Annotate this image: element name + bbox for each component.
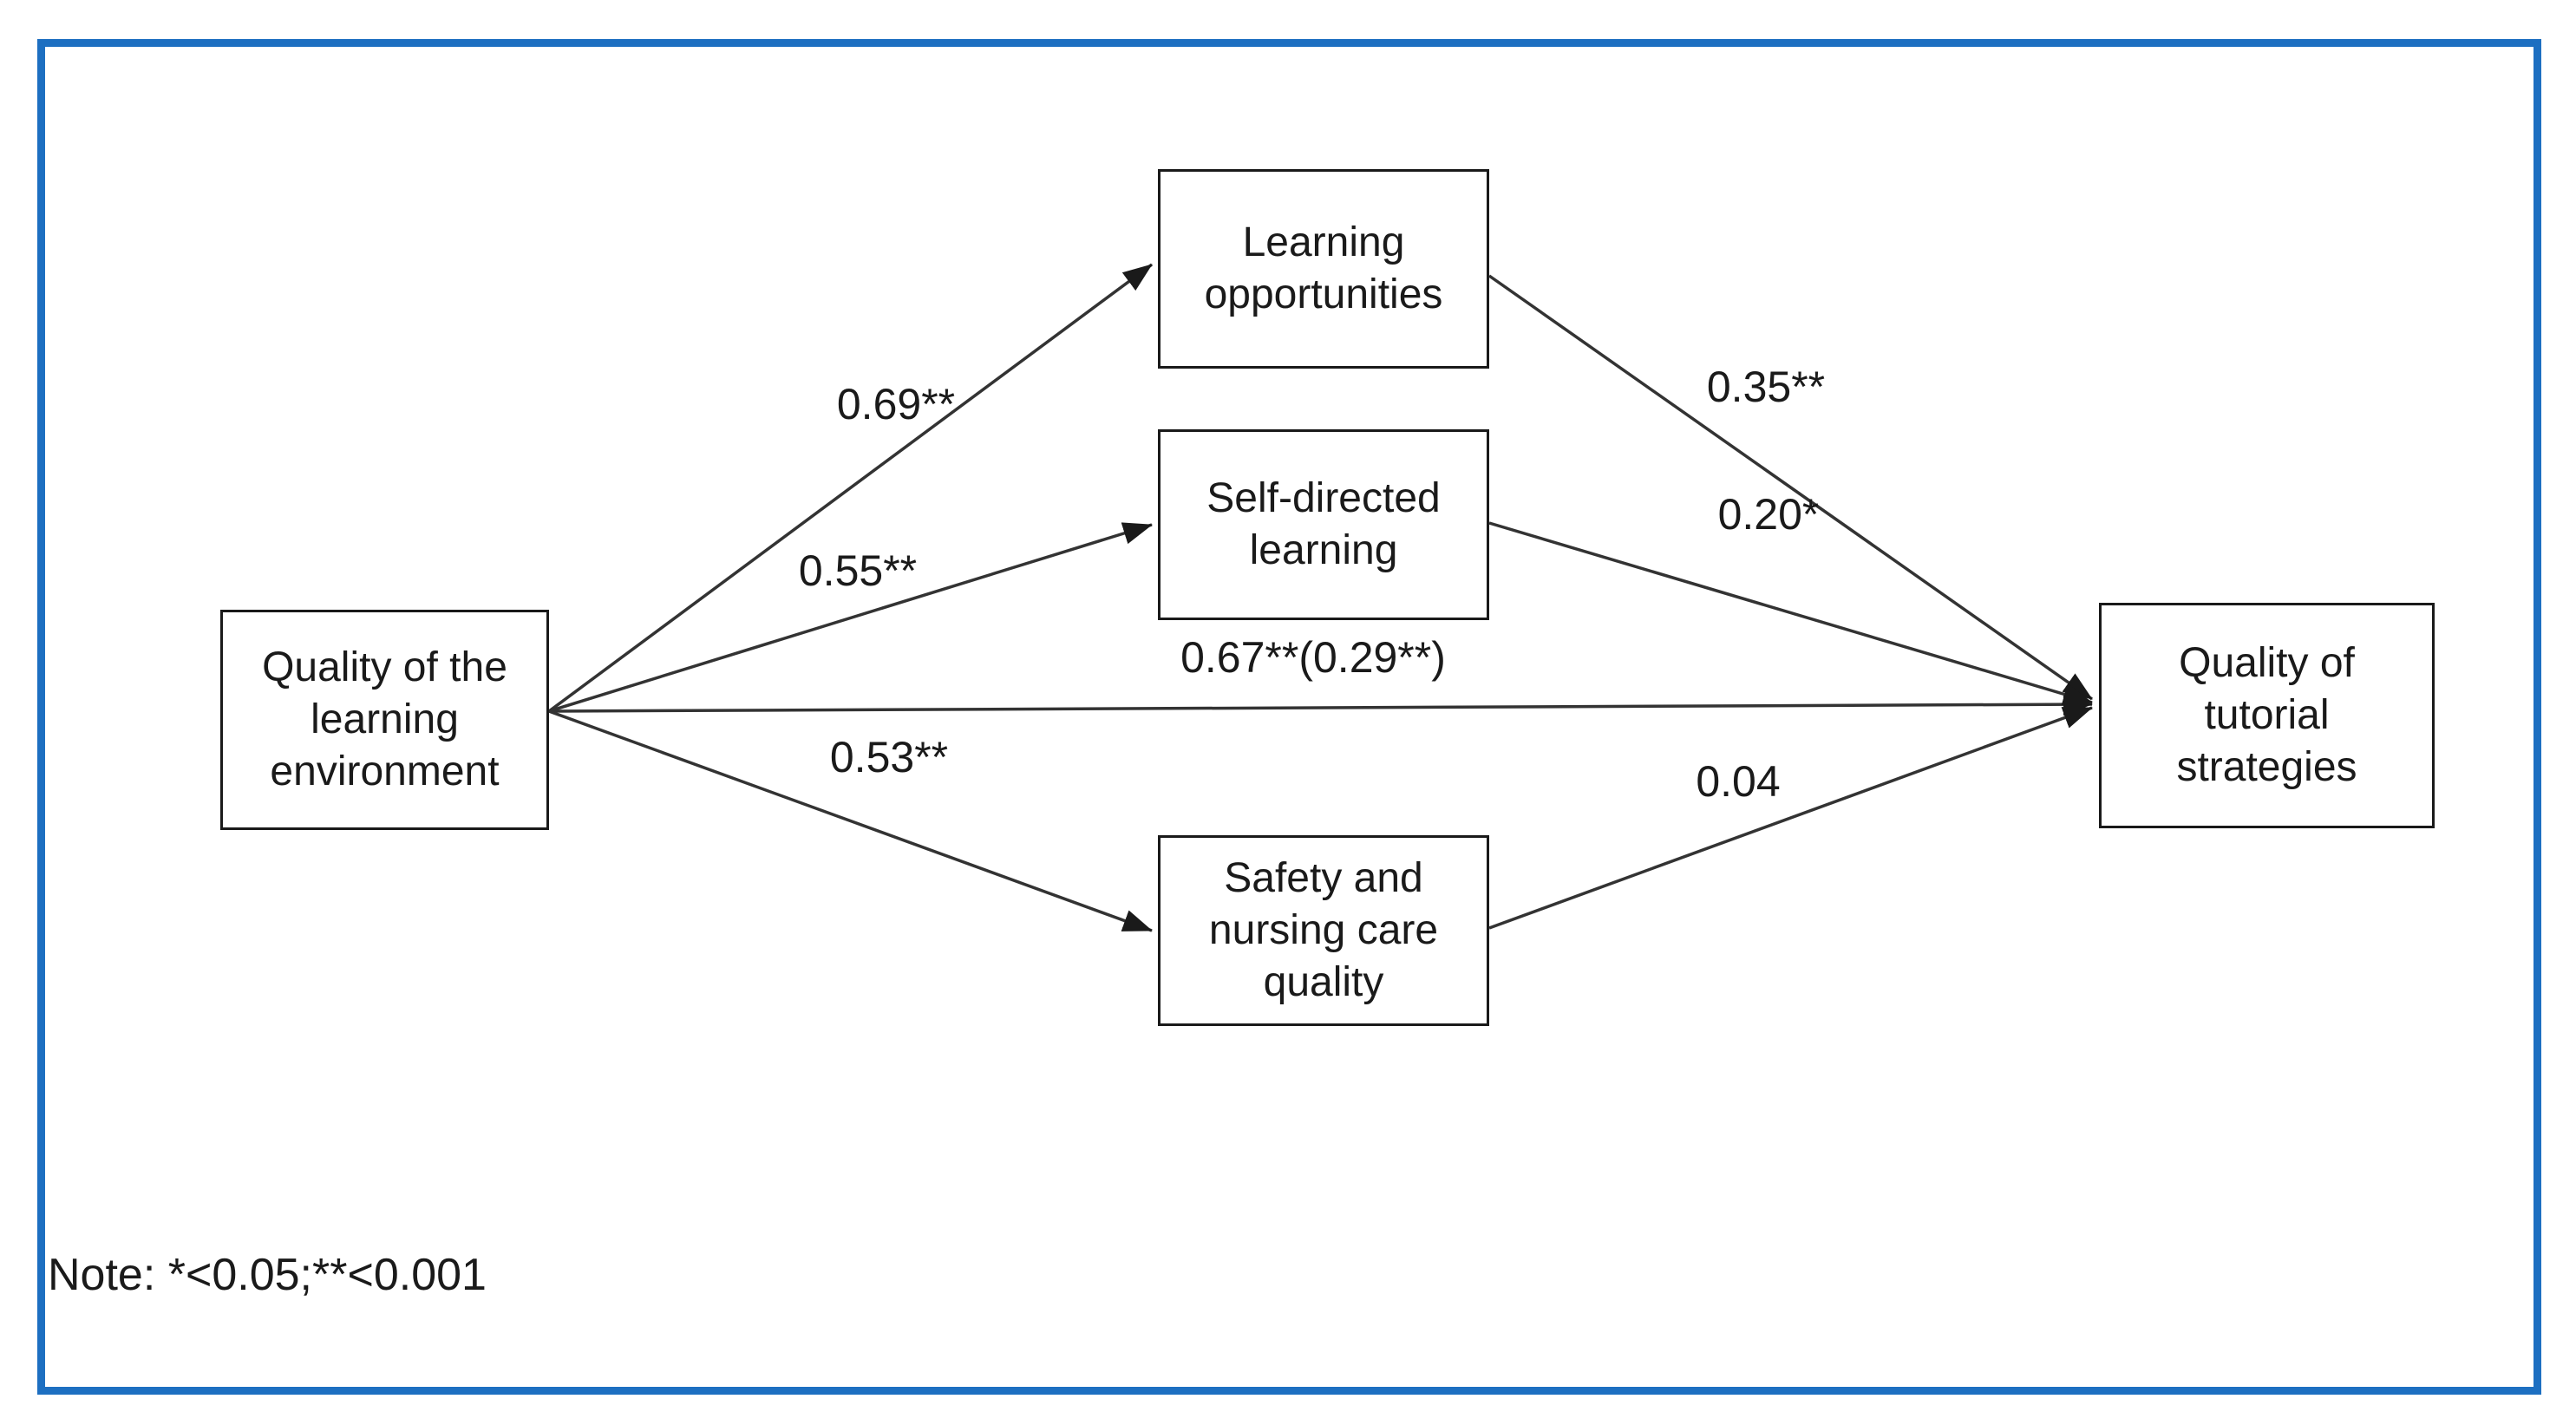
coef-lo-qts: 0.35** [1707, 363, 1825, 411]
node-quality-tutorial-strategies: Quality of tutorial strategies [2099, 603, 2435, 828]
edge-qle-qts-direct [548, 693, 2093, 716]
edge-snc-qts [1488, 706, 2093, 930]
node-safety-nursing-care-quality: Safety and nursing care quality [1158, 835, 1489, 1026]
coef-qle-lo: 0.69** [837, 380, 955, 428]
coef-qle-sdl: 0.55** [799, 546, 917, 595]
node-label: Quality of the learning environment [262, 644, 507, 794]
edge-qle-lo [547, 263, 1154, 713]
edge-lo-qts [1487, 274, 2094, 701]
edge-sdl-qts [1488, 521, 2093, 706]
node-self-directed-learning: Self-directed learning [1158, 429, 1489, 620]
coef-qle-qts-direct: 0.67**(0.29**) [1180, 633, 1446, 682]
edge-qle-snc [548, 709, 1153, 932]
node-label: Learning opportunities [1204, 219, 1443, 317]
node-quality-learning-environment: Quality of the learning environment [220, 610, 549, 830]
coef-sdl-qts: 0.20* [1718, 490, 1820, 539]
node-label: Quality of tutorial strategies [2176, 640, 2357, 790]
coef-qle-snc: 0.53** [830, 733, 948, 781]
edge-qle-sdl [548, 522, 1153, 713]
node-label: Safety and nursing care quality [1208, 855, 1439, 1005]
significance-note: Note: *<0.05;**<0.001 [48, 1250, 487, 1300]
coef-snc-qts: 0.04 [1696, 757, 1780, 806]
node-label: Self-directed learning [1206, 475, 1441, 573]
node-learning-opportunities: Learning opportunities [1158, 169, 1489, 369]
